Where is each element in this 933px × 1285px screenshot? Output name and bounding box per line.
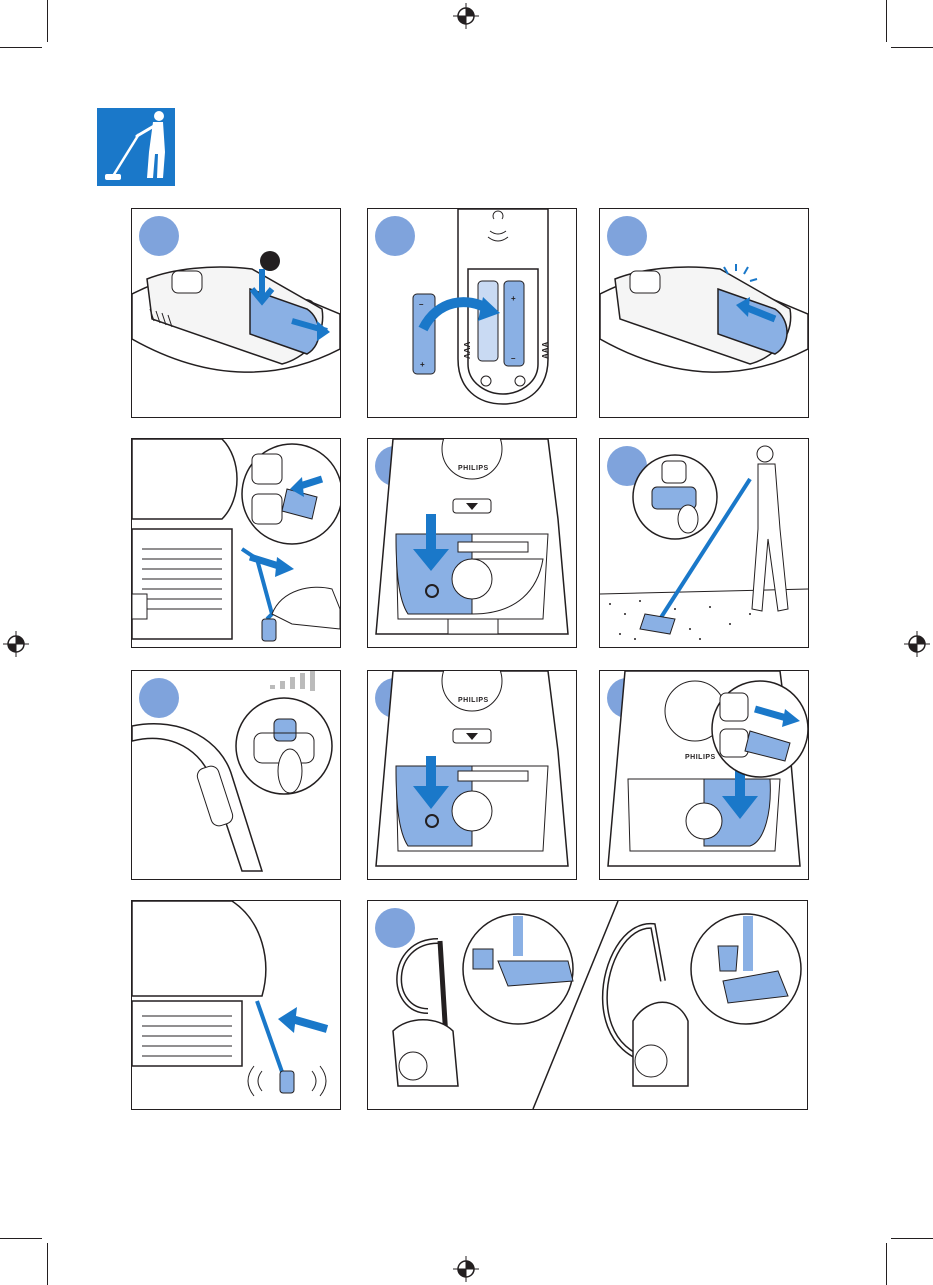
brand-label: PHILIPS: [458, 697, 489, 704]
battery-type-label: AAA: [541, 341, 550, 359]
step-11-panel: [367, 900, 808, 1110]
unplug-and-press-cord-rewind-icon: PHILIPS: [600, 671, 808, 879]
step-7-panel: [131, 670, 341, 880]
battery-plus-label: +: [511, 294, 516, 303]
crop-mark: [0, 1238, 42, 1239]
registration-mark-icon: [904, 631, 930, 657]
step-6-panel: [599, 438, 809, 648]
battery-minus-label: –: [419, 300, 424, 309]
vacuuming-person-icon: [97, 108, 175, 186]
crop-mark: [886, 1243, 887, 1285]
crop-mark: [886, 0, 887, 42]
crop-mark: [47, 0, 48, 42]
adjust-suction-while-vacuuming-icon: [600, 439, 808, 647]
battery-minus-label: –: [511, 354, 516, 363]
step-1-panel: [131, 208, 341, 418]
battery-plus-label: +: [420, 360, 425, 369]
step-5-panel: PHILIPS: [367, 438, 577, 648]
crop-mark: [891, 1238, 933, 1239]
parking-and-storage-positions-icon: [368, 901, 807, 1109]
brand-label: PHILIPS: [458, 465, 489, 472]
step-4-panel: [131, 438, 341, 648]
registration-mark-icon: [453, 3, 479, 29]
step-3-panel: [599, 208, 809, 418]
pull-cord-plug-in-socket-icon: [132, 439, 340, 647]
step-9-panel: PHILIPS: [599, 670, 809, 880]
step-8-panel: PHILIPS: [367, 670, 577, 880]
crop-mark: [891, 47, 933, 48]
remote-handle-slide-cover-icon: [132, 209, 340, 417]
close-battery-cover-icon: [600, 209, 808, 417]
registration-mark-icon: [3, 631, 29, 657]
crop-mark: [0, 47, 42, 48]
registration-mark-icon: [453, 1256, 479, 1282]
insert-aaa-batteries-icon: + – – + AAA AAA: [368, 209, 576, 417]
cord-rewinds-icon: [132, 901, 340, 1109]
battery-type-label: AAA: [463, 341, 472, 359]
brand-label: PHILIPS: [685, 754, 716, 761]
step-10-panel: [131, 900, 341, 1110]
step-2-panel: + – – + AAA AAA: [367, 208, 577, 418]
crop-mark: [47, 1243, 48, 1285]
press-on-off-pedal-to-switch-off-icon: PHILIPS: [368, 671, 576, 879]
press-power-button-on-handle-icon: [132, 671, 340, 879]
press-on-off-pedal-icon: PHILIPS: [368, 439, 576, 647]
